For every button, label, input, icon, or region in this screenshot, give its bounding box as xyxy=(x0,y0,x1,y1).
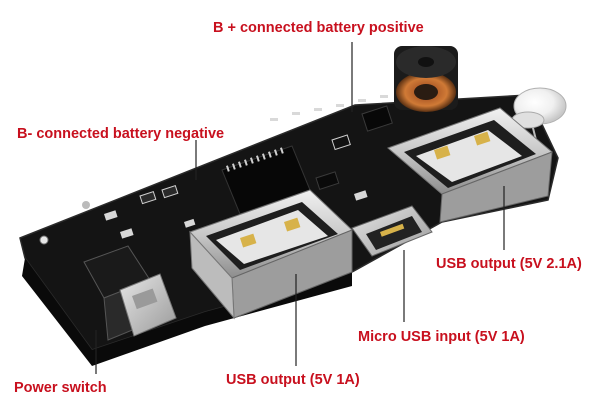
label-power-switch: Power switch xyxy=(14,380,107,396)
smd-components xyxy=(39,105,393,245)
usb-port-2a xyxy=(387,107,553,223)
power-switch xyxy=(83,245,177,341)
inductor-coil xyxy=(394,46,458,112)
controller-ic xyxy=(221,145,311,215)
label-micro-usb-input: Micro USB input (5V 1A) xyxy=(358,329,525,345)
micro-usb-port xyxy=(351,205,433,257)
label-usb-output-1a: USB output (5V 1A) xyxy=(226,372,360,388)
label-usb-output-2a: USB output (5V 2.1A) xyxy=(436,256,582,272)
usb-port-1a xyxy=(189,189,353,320)
label-b-minus: B- connected battery negative xyxy=(17,126,225,142)
label-b-plus: B + connected battery positive xyxy=(213,20,424,36)
leader-lines xyxy=(95,42,505,374)
